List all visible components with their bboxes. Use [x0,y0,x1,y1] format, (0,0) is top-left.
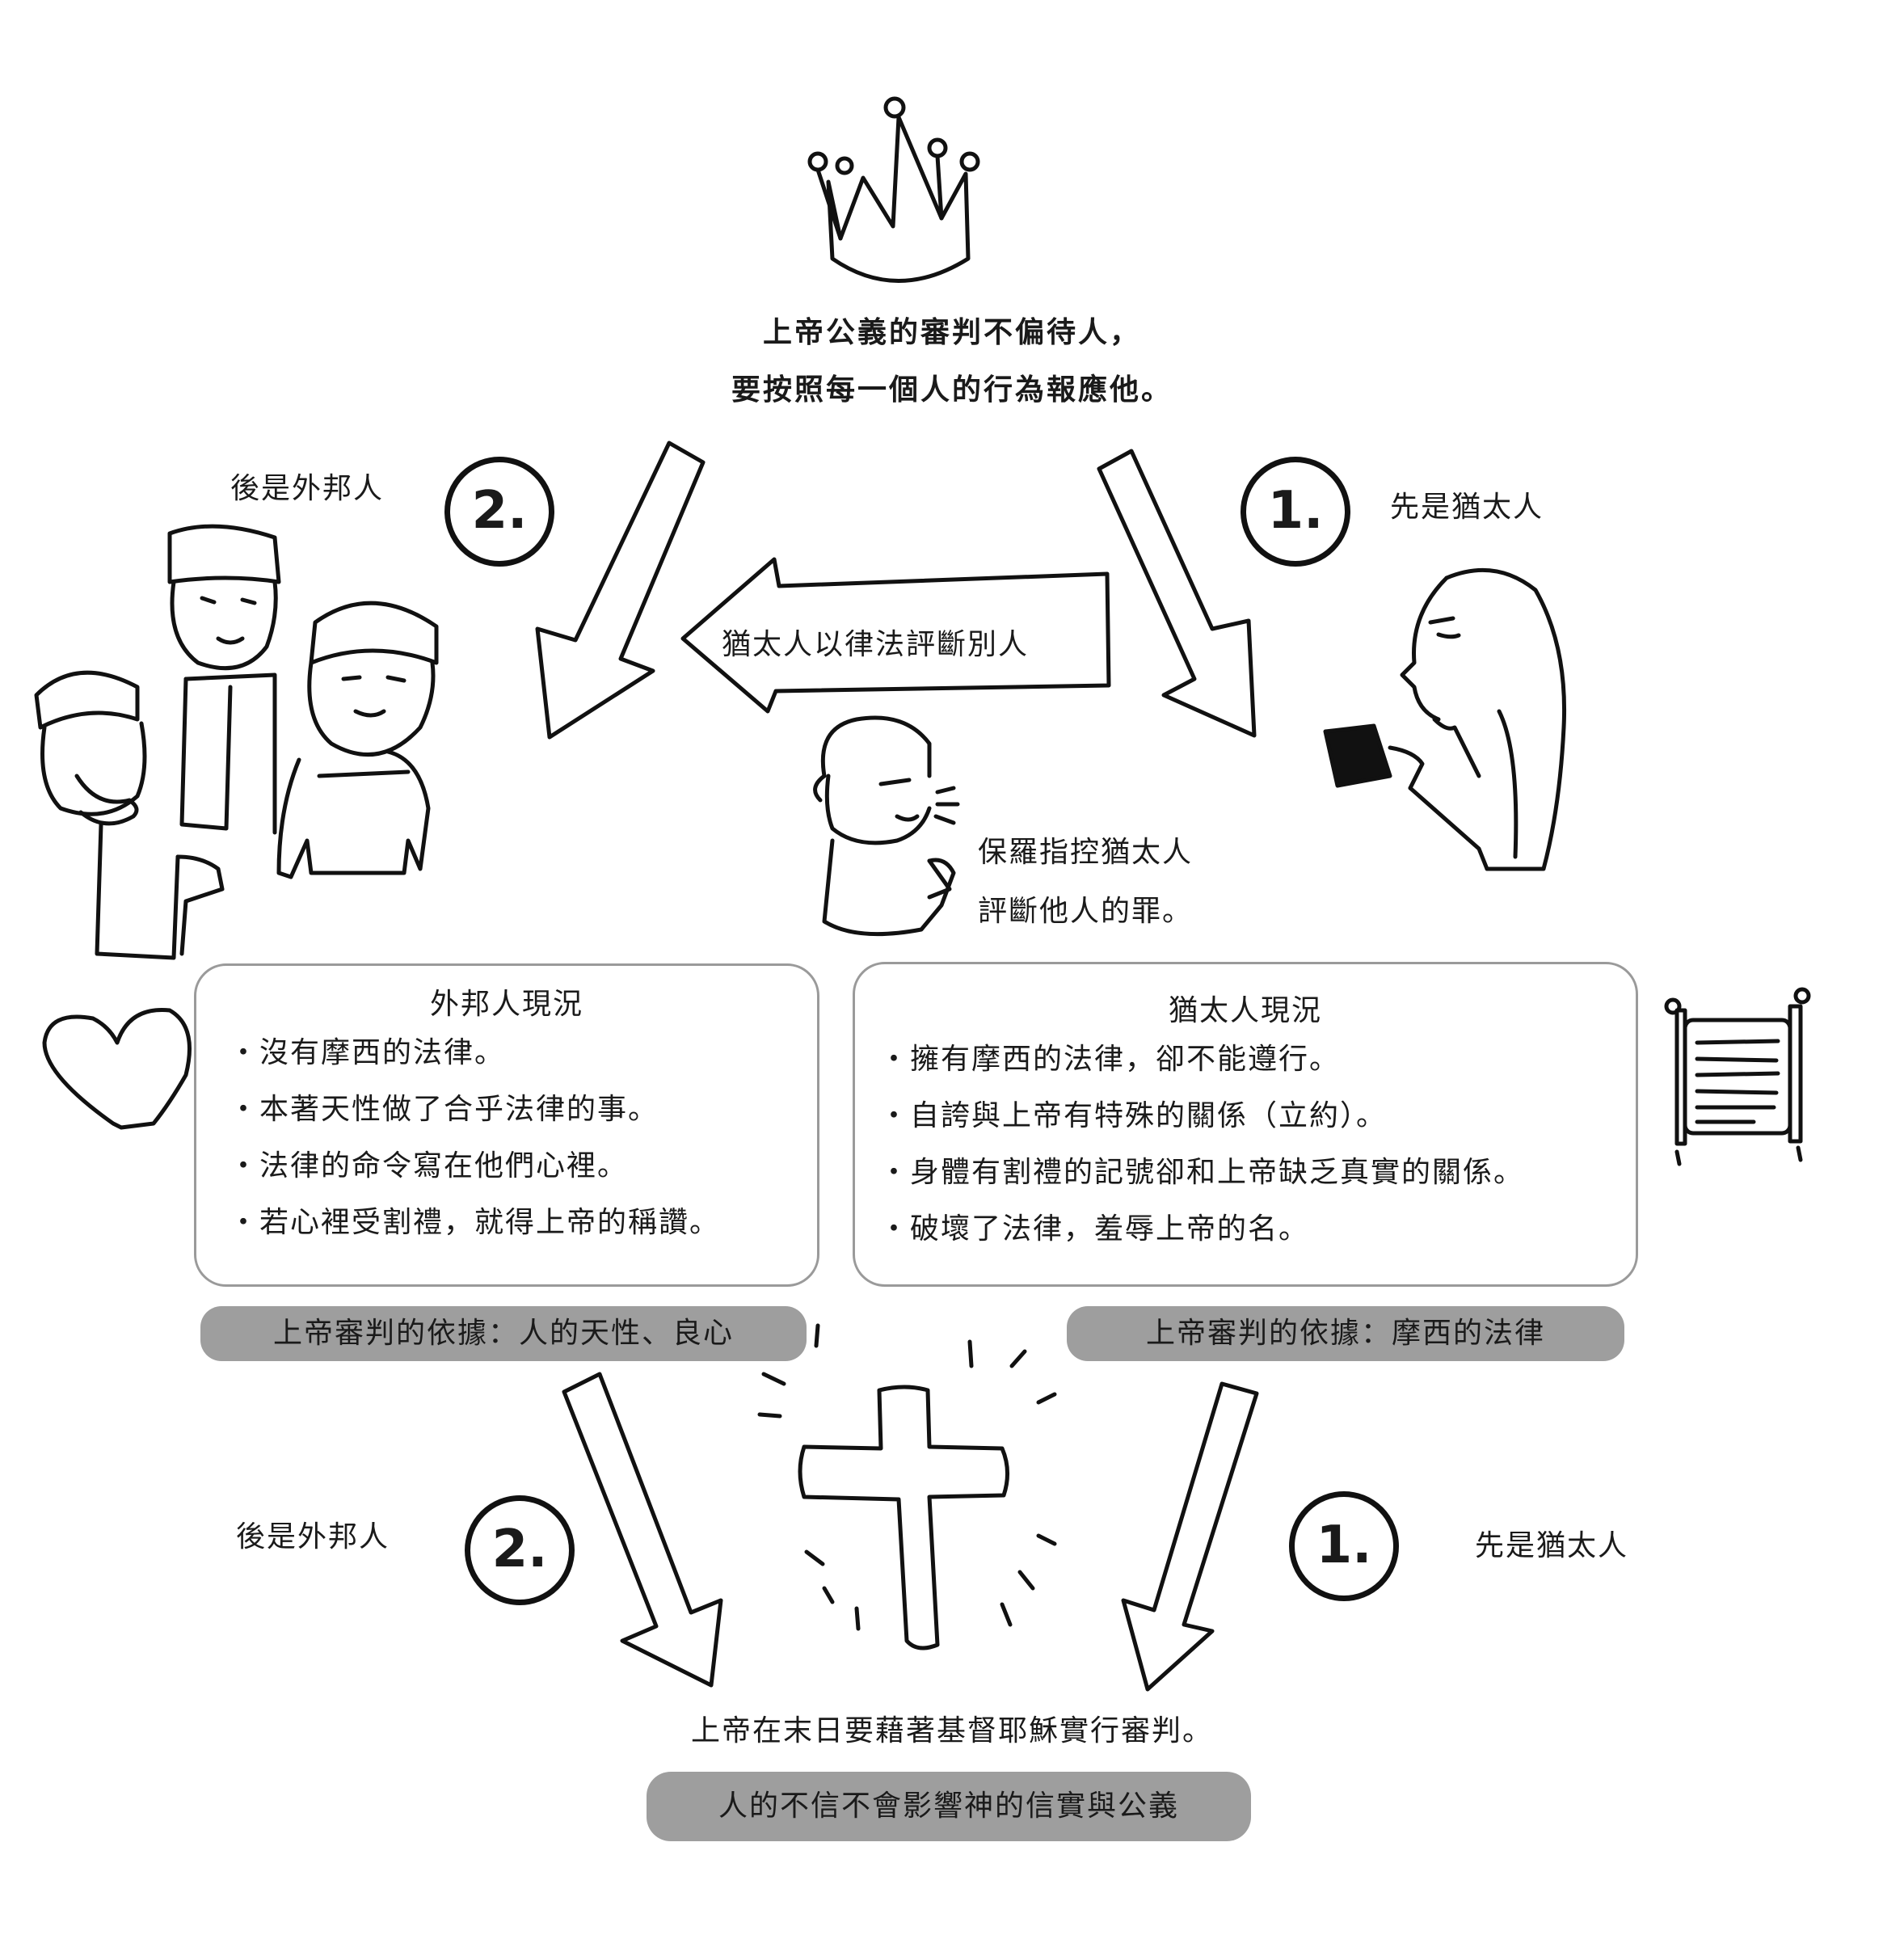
jew-status-item: 破壞了法律，羞辱上帝的名。 [879,1215,1636,1244]
jew-status-item: 擁有摩西的法律，卻不能遵行。 [879,1045,1636,1074]
lower-right-label: 先是猶太人 [1475,1529,1629,1562]
gentile-judgment-basis: 上帝審判的依據：人的天性、良心 [200,1306,807,1361]
arrow-lower-left [562,1372,723,1688]
lower-left-label: 後是外邦人 [236,1520,390,1553]
cross-icon [757,1323,1057,1650]
gentiles-illustration [34,524,439,960]
paul-caption-line1: 保羅指控猶太人 [978,836,1194,869]
jew-status-list: 擁有摩西的法律，卻不能遵行。 自誇與上帝有特殊的關係（立約）。 身體有割禮的記號… [855,1045,1636,1244]
bottom-conclusion-pill: 人的不信不會影響神的信實與公義 [647,1772,1251,1841]
arrow-lower-right [1121,1381,1259,1692]
upper-right-number-badge: 1. [1241,457,1350,567]
gentile-status-box: 外邦人現況 沒有摩西的法律。 本著天性做了合乎法律的事。 法律的命令寫在他們心裡… [194,963,819,1287]
gentile-status-item: 若心裡受割禮，就得上帝的稱讚。 [229,1208,817,1237]
crown-icon [807,96,980,283]
paul-illustration [813,715,960,937]
gentile-status-item: 沒有摩西的法律。 [229,1039,817,1068]
arrow-middle-left [680,557,1111,714]
gentile-status-item: 本著天性做了合乎法律的事。 [229,1095,817,1124]
top-title-line1: 上帝公義的審判不偏待人， [762,316,1141,349]
arrow-upper-left [535,441,706,740]
upper-left-label: 後是外邦人 [230,472,385,505]
gentile-status-item: 法律的命令寫在他們心裡。 [229,1152,817,1181]
top-title-line2: 要按照每一個人的行為報應他。 [731,373,1173,407]
scroll-icon [1664,987,1811,1166]
paul-caption-line2: 評斷他人的罪。 [978,895,1194,928]
jew-box-heading: 猶太人現況 [1168,994,1322,1027]
upper-left-number-badge: 2. [444,457,554,567]
jew-status-item: 身體有割禮的記號卻和上帝缺乏真實的關係。 [879,1158,1636,1187]
jew-status-box: 猶太人現況 擁有摩西的法律，卻不能遵行。 自誇與上帝有特殊的關係（立約）。 身體… [853,962,1638,1287]
arrow-upper-right [1097,449,1257,738]
jew-judgment-basis: 上帝審判的依據：摩西的法律 [1067,1306,1624,1361]
lower-left-number-badge: 2. [465,1495,575,1605]
gentile-box-heading: 外邦人現況 [429,988,583,1021]
heart-icon [42,1008,192,1130]
jew-status-item: 自誇與上帝有特殊的關係（立約）。 [879,1102,1636,1131]
bottom-statement: 上帝在末日要藉著基督耶穌實行審判。 [690,1714,1213,1747]
lower-right-number-badge: 1. [1289,1491,1399,1601]
upper-right-label: 先是猶太人 [1390,491,1544,524]
jew-illustration [1323,567,1567,871]
gentile-status-list: 沒有摩西的法律。 本著天性做了合乎法律的事。 法律的命令寫在他們心裡。 若心裡受… [196,1039,817,1237]
middle-arrow-label: 猶太人以律法評斷別人 [722,628,1030,661]
